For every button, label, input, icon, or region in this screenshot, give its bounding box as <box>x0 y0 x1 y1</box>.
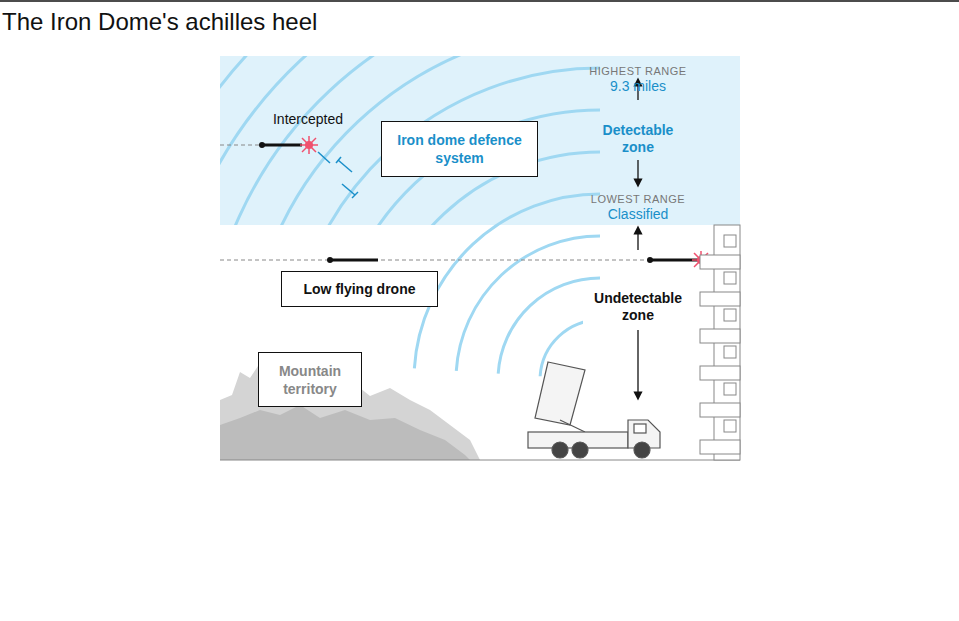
drone-box: Low flying drone <box>281 271 438 307</box>
range-caption: HIGHEST RANGE <box>573 64 703 78</box>
title: The Iron Dome's achilles heel <box>2 8 317 36</box>
radar-waves <box>220 56 600 225</box>
rocket <box>259 142 265 148</box>
trajectory <box>220 260 740 261</box>
drone <box>330 259 378 262</box>
system-box: Iron dome defence system <box>381 121 538 177</box>
trajectory <box>220 145 262 146</box>
zone-label: Undetectable zone <box>583 290 693 324</box>
ground <box>220 460 740 461</box>
callout: Intercepted <box>248 111 368 128</box>
interceptor-tracks <box>318 152 358 198</box>
explosion <box>305 141 313 149</box>
range-value: 9.3 miles <box>583 78 693 95</box>
range-caption: LOWEST RANGE <box>573 192 703 206</box>
drone <box>327 257 333 263</box>
drone <box>647 257 653 263</box>
box-label: Mountain territory <box>267 362 353 398</box>
detectable-band <box>220 56 740 225</box>
box-label: Low flying drone <box>304 280 416 298</box>
range-value: Classified <box>583 206 693 223</box>
launcher-truck <box>528 362 660 458</box>
top-rule <box>0 0 959 2</box>
building <box>700 225 740 460</box>
rocket <box>262 144 302 147</box>
radar-waves <box>414 225 600 376</box>
zone-label: Detectable zone <box>590 122 686 156</box>
mountain <box>220 405 470 460</box>
explosion <box>300 136 318 154</box>
box-label: Iron dome defence system <box>390 131 529 167</box>
terrain-box: Mountain territory <box>258 352 362 407</box>
